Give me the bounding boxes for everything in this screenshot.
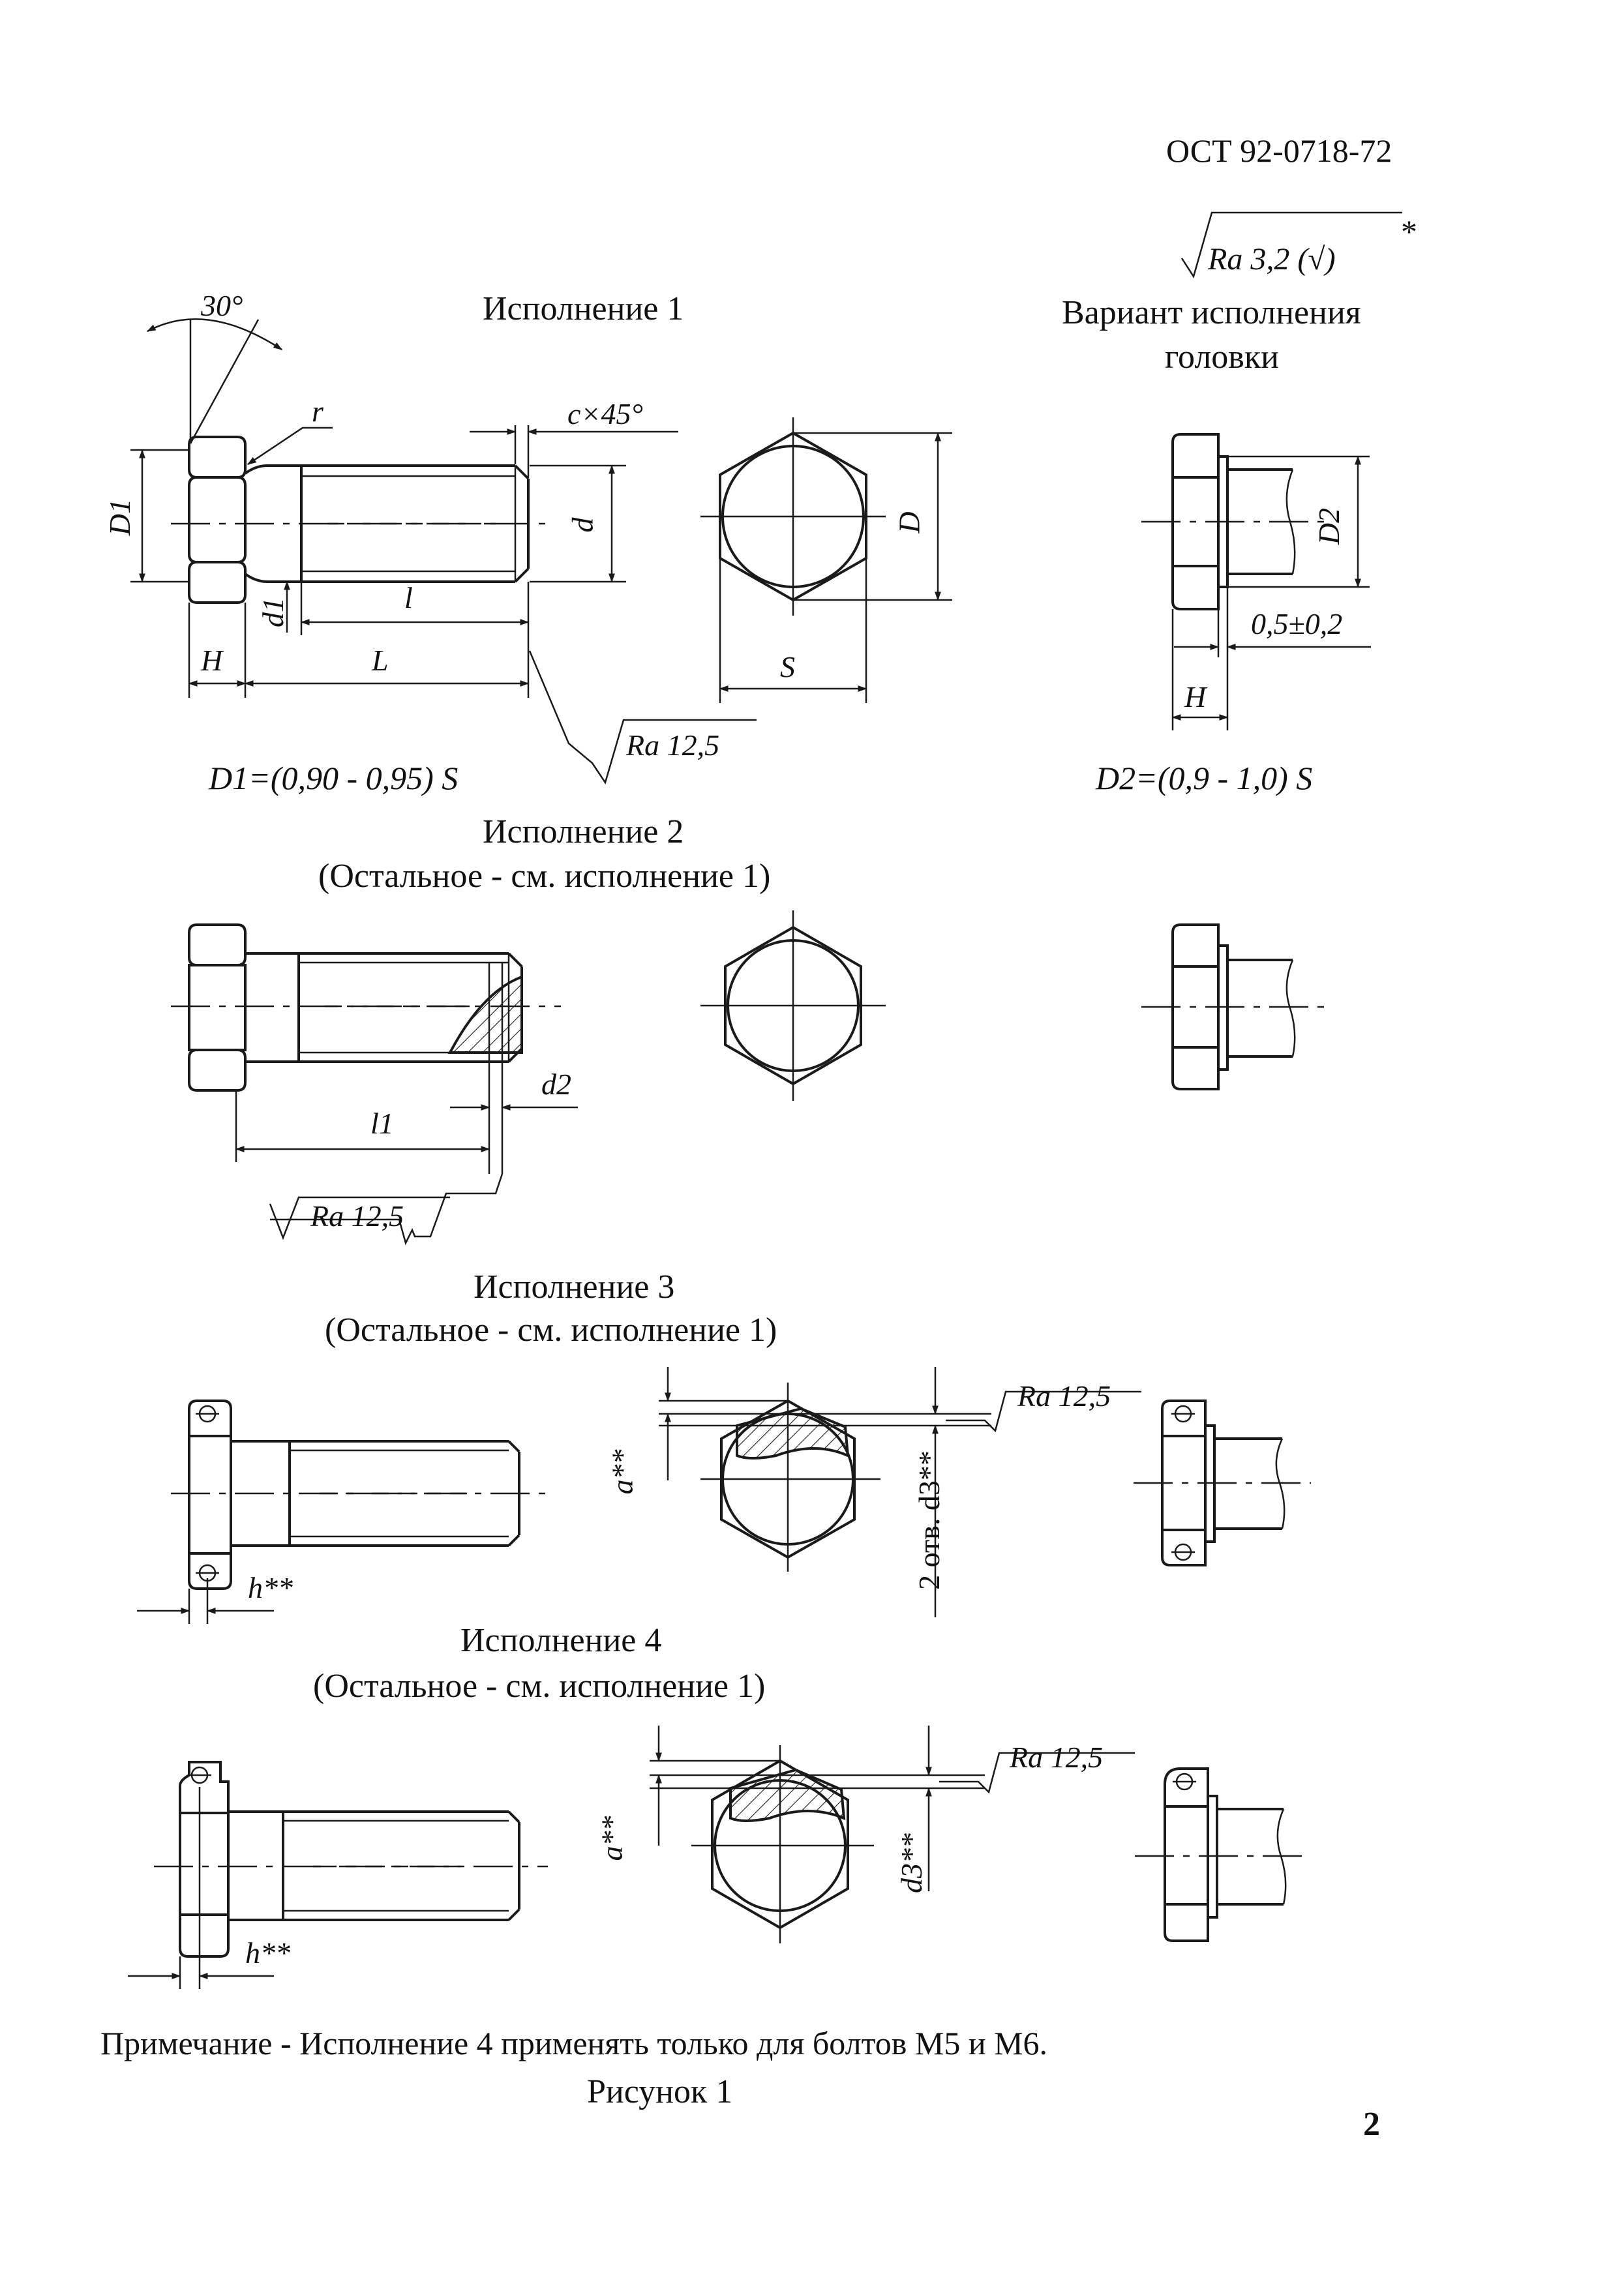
angle-label: 30° xyxy=(201,289,243,322)
variant2-roughness-label: Ra 12,5 xyxy=(310,1199,404,1233)
chamfer-label: c×45° xyxy=(567,397,643,430)
variant4-title: Исполнение 4 xyxy=(460,1622,662,1659)
D2-label: D2 xyxy=(1312,507,1346,545)
variant3-d3-label: 2 отв. d3** xyxy=(912,1450,946,1590)
variant4-subtitle: (Остальное - см. исполнение 1) xyxy=(313,1668,766,1705)
variant4-bolt-side-view xyxy=(128,1761,548,1989)
footnote: Примечание - Исполнение 4 применять толь… xyxy=(100,2025,1048,2061)
D1-formula: D1=(0,90 - 0,95) S xyxy=(209,760,459,796)
variant2-bolt-side-view xyxy=(171,923,561,1092)
variant2-head-variant-view xyxy=(1141,923,1324,1090)
D-label: D xyxy=(892,511,926,533)
variant3-title: Исполнение 3 xyxy=(474,1268,675,1306)
head-variant-title-line2: головки xyxy=(1165,338,1279,376)
d2-label: d2 xyxy=(541,1068,571,1101)
variant2-end-view xyxy=(700,910,886,1101)
variant2-title: Исполнение 2 xyxy=(483,813,684,850)
standard-code: ОСТ 92-0718-72 xyxy=(1166,132,1392,169)
D1-label: D1 xyxy=(103,498,137,536)
variant4-roughness-label: Ra 12,5 xyxy=(1010,1741,1104,1774)
variant2-subtitle: (Остальное - см. исполнение 1) xyxy=(318,858,771,895)
variant3-a-label: a** xyxy=(605,1449,639,1495)
variant4-h-label: h** xyxy=(245,1936,290,1969)
variant3-roughness-label: Ra 12,5 xyxy=(1017,1379,1111,1413)
variant3-bolt-side-view xyxy=(137,1400,548,1624)
L-label: L xyxy=(372,644,389,677)
figure-caption: Рисунок 1 xyxy=(587,2073,733,2110)
variant2-dimensions xyxy=(235,1053,578,1246)
general-roughness-symbol xyxy=(1180,211,1402,279)
variant3-head-variant-view xyxy=(1134,1400,1311,1566)
tolerance-label: 0,5±0,2 xyxy=(1251,607,1343,640)
head-variant-view xyxy=(1141,433,1371,730)
variant3-end-view xyxy=(659,1367,1141,1617)
H-label: H xyxy=(201,644,223,677)
variant3-subtitle: (Остальное - см. исполнение 1) xyxy=(325,1311,777,1349)
variant4-d3-label: d3** xyxy=(895,1833,928,1893)
variant1-roughness-label: Ra 12,5 xyxy=(626,728,720,762)
d-label: d xyxy=(565,517,599,533)
variant4-end-view xyxy=(650,1726,1135,1943)
variant1-dimensions xyxy=(130,318,757,785)
variant1-title: Исполнение 1 xyxy=(483,290,684,327)
d1-label: d1 xyxy=(256,597,290,627)
l-label: l xyxy=(404,581,413,614)
D2-formula: D2=(0,9 - 1,0) S xyxy=(1096,760,1313,796)
head-H-label: H xyxy=(1184,680,1207,713)
variant1-end-view xyxy=(700,417,952,703)
head-variant-title-line1: Вариант исполнения xyxy=(1062,294,1361,331)
variant4-a-label: a** xyxy=(595,1816,629,1861)
radius-label: r xyxy=(312,395,323,428)
variant3-h-label: h** xyxy=(248,1571,293,1604)
l1-label: l1 xyxy=(370,1107,394,1140)
variant1-bolt-side-view xyxy=(171,436,554,604)
roughness-star: * xyxy=(1401,213,1417,250)
variant4-head-variant-view xyxy=(1135,1767,1311,1942)
S-label: S xyxy=(780,650,795,683)
general-roughness-label: Ra 3,2 (√) xyxy=(1208,242,1336,277)
page-number: 2 xyxy=(1363,2106,1380,2143)
